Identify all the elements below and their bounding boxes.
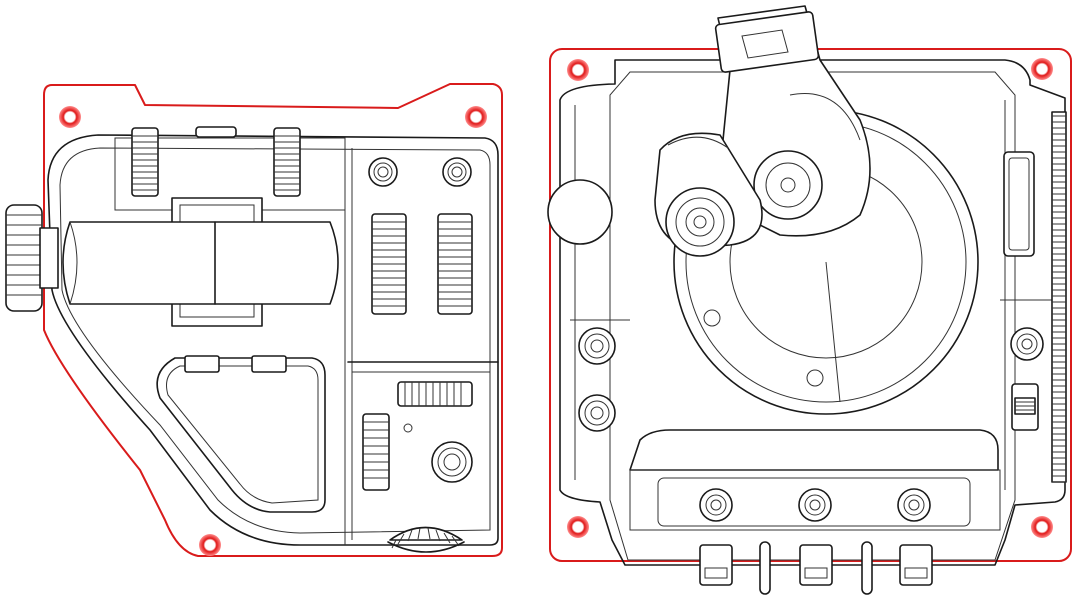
base-plate <box>629 429 999 471</box>
screw-bottom-1 <box>699 488 733 522</box>
mount-hole-right-br <box>1031 516 1053 538</box>
mount-hole-right-tl <box>567 59 589 81</box>
screw-front-right <box>1010 327 1044 361</box>
screw-left-view-1 <box>368 157 398 187</box>
top-gear-left <box>131 127 159 197</box>
front-housing <box>559 59 1066 566</box>
mount-hole-left-bl <box>199 534 221 556</box>
right-switch <box>1011 383 1039 431</box>
side-knob <box>5 204 59 312</box>
bottom-pin-1 <box>759 541 771 595</box>
vertical-gear-2 <box>437 213 473 315</box>
bottom-connector-1 <box>699 544 733 586</box>
left-view <box>5 83 503 557</box>
screw-bottom-3 <box>897 488 931 522</box>
right-view <box>547 5 1072 595</box>
side-ball <box>547 179 613 245</box>
screw-front-left-2 <box>578 394 616 432</box>
screw-left-view-3 <box>431 441 473 483</box>
vertical-gear-3 <box>362 413 390 491</box>
bottom-pin-2 <box>861 541 873 595</box>
bottom-dial <box>387 526 465 553</box>
screw-front-left-1 <box>578 327 616 365</box>
right-button-slot <box>1003 151 1035 257</box>
vertical-gear-1 <box>371 213 407 315</box>
small-pin <box>403 423 413 433</box>
bottom-connector-3 <box>899 544 933 586</box>
top-tab <box>195 126 237 138</box>
right-knurl-strip <box>1051 111 1067 483</box>
screw-left-view-2 <box>442 157 472 187</box>
mount-hole-left-tl <box>59 106 81 128</box>
mount-hole-right-tr <box>1031 58 1053 80</box>
bottom-connector-2 <box>799 544 833 586</box>
horizontal-gear <box>397 381 473 407</box>
left-body <box>47 134 499 546</box>
screw-bottom-2 <box>798 488 832 522</box>
top-gear-right <box>273 127 301 197</box>
mount-hole-left-tr <box>465 106 487 128</box>
left-mount-outline <box>43 83 503 557</box>
mounting-arm <box>654 5 871 257</box>
handle-cutout <box>156 357 326 513</box>
mount-hole-right-bl <box>567 516 589 538</box>
horizontal-cylinder <box>62 221 339 305</box>
